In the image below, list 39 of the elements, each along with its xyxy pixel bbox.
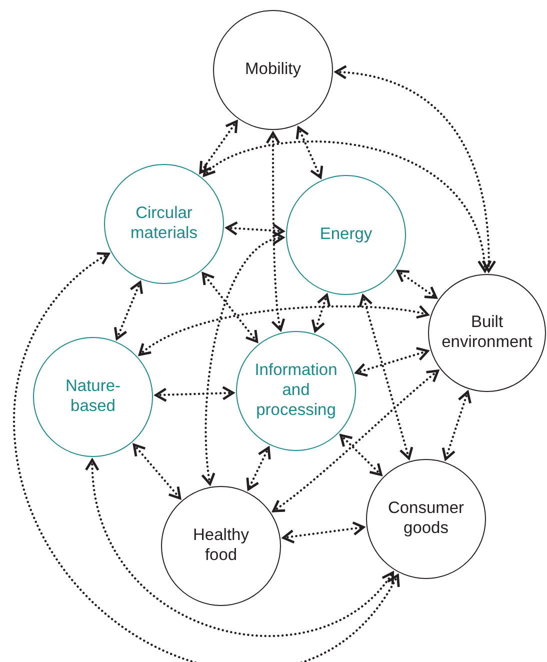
- topic-label: Circular materials: [130, 204, 198, 244]
- topic-circle: [428, 274, 546, 392]
- double-arrow: [358, 294, 414, 460]
- topic-label: Energy: [318, 225, 374, 245]
- double-arrow: [202, 140, 490, 272]
- topic-label: Nature-based: [64, 377, 122, 417]
- double-arrow: [202, 272, 258, 343]
- topic-label: Information and processing: [254, 361, 338, 421]
- topic-circle: [33, 337, 153, 457]
- double-arrow: [272, 370, 440, 512]
- topic-label: Consumer goods: [386, 499, 466, 539]
- double-arrow: [334, 66, 496, 272]
- double-arrow: [355, 346, 429, 377]
- double-arrow: [154, 386, 234, 402]
- double-arrow: [246, 446, 271, 490]
- double-arrow: [226, 221, 284, 238]
- topic-label: Mobility: [244, 60, 302, 80]
- double-arrow: [12, 252, 399, 662]
- topic-circle: [161, 486, 281, 606]
- double-arrow: [396, 270, 438, 299]
- topic-label: Healthy food: [192, 526, 250, 566]
- double-arrow: [442, 390, 472, 460]
- topic-label: Built environment: [440, 313, 534, 353]
- double-arrow: [296, 126, 324, 179]
- double-arrow: [266, 132, 286, 332]
- double-arrow: [86, 458, 394, 637]
- double-arrow: [138, 305, 429, 356]
- double-arrow: [202, 232, 284, 486]
- double-arrow: [282, 521, 365, 544]
- topic-circle: [286, 175, 406, 295]
- double-arrow: [340, 434, 382, 476]
- double-arrow: [132, 444, 182, 500]
- double-arrow: [199, 120, 238, 174]
- topic-circle: [104, 164, 224, 284]
- topic-circle: [213, 10, 333, 130]
- topic-circle: [236, 331, 356, 451]
- topic-circle: [366, 459, 486, 579]
- double-arrow: [114, 281, 144, 340]
- double-arrow: [311, 294, 331, 332]
